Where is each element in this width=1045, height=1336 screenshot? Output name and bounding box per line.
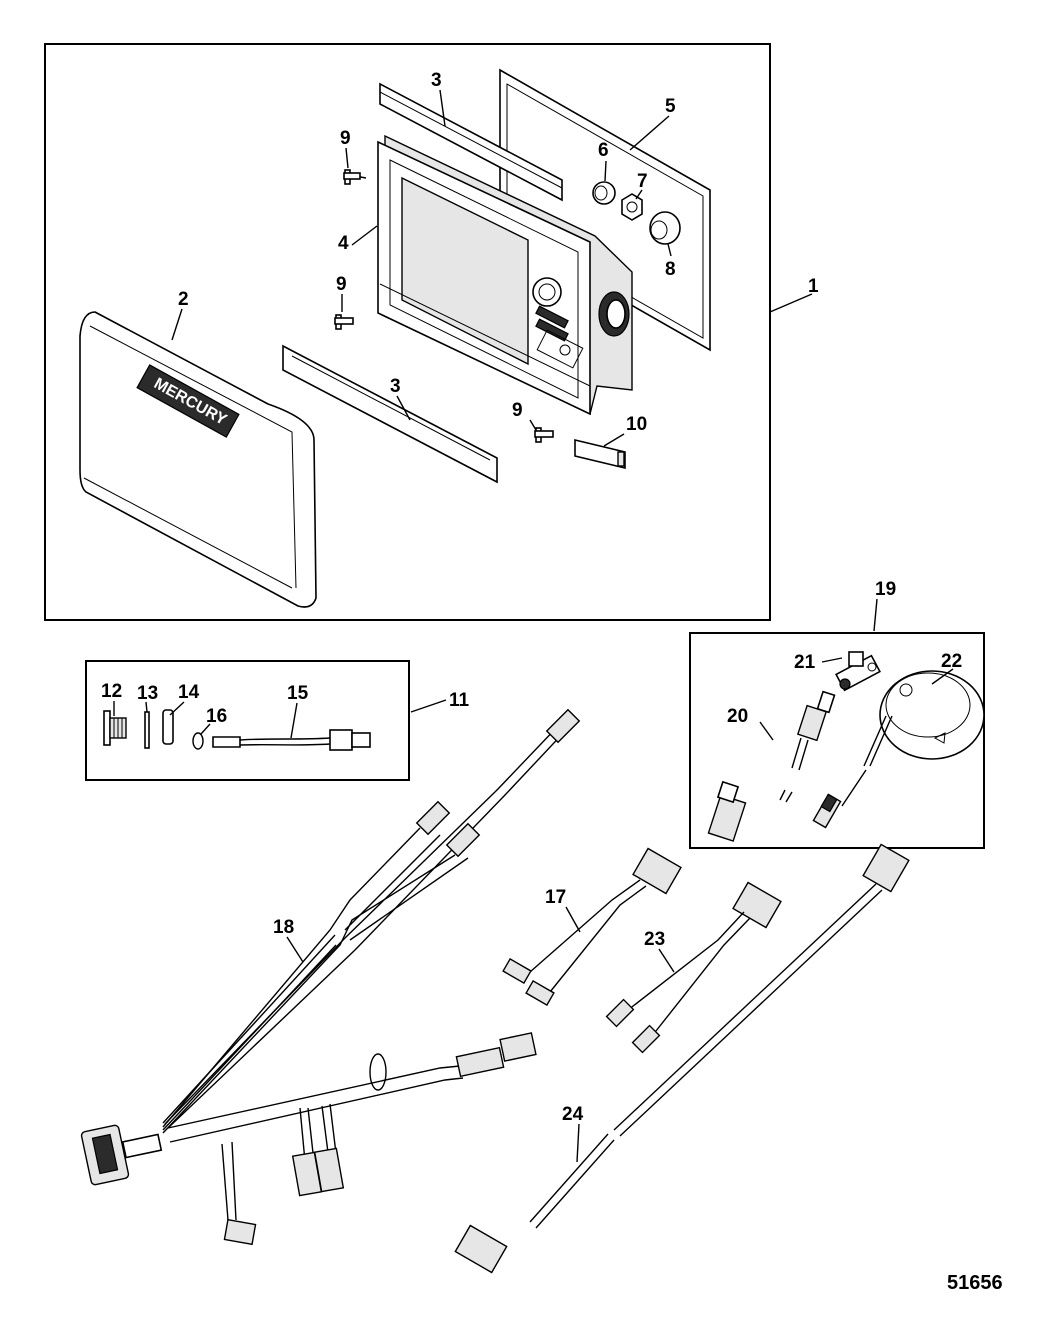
callout-17: 17 — [545, 887, 566, 908]
screw-9c — [534, 427, 554, 443]
t-connector — [835, 651, 881, 692]
callout-9-top: 9 — [340, 128, 351, 149]
fuse-14 — [162, 709, 174, 745]
callout-14: 14 — [178, 682, 200, 703]
callout-12: 12 — [101, 681, 122, 702]
callout-6: 6 — [598, 140, 609, 161]
callout-3-top: 3 — [431, 70, 442, 91]
sun-cover: MERCURY — [79, 311, 317, 608]
leader-lines — [113, 89, 954, 1163]
callout-10: 10 — [626, 414, 647, 435]
extension-cable — [707, 690, 836, 842]
callout-22: 22 — [941, 651, 962, 672]
gps-kit-frame — [689, 632, 985, 849]
y-adapter-23 — [605, 881, 782, 1054]
main-harness — [80, 708, 581, 1246]
callout-20: 20 — [727, 706, 748, 727]
bushing-6 — [592, 181, 616, 205]
callout-13: 13 — [137, 683, 158, 704]
cable-24 — [454, 843, 910, 1274]
y-adapter-17 — [502, 847, 682, 1007]
nut-7 — [621, 193, 643, 221]
callout-5: 5 — [665, 96, 676, 117]
gps-antenna — [812, 670, 985, 829]
callout-21: 21 — [794, 652, 816, 673]
callout-3-bottom: 3 — [390, 376, 401, 397]
callout-18: 18 — [273, 917, 294, 938]
callout-16: 16 — [206, 706, 227, 727]
trim-strip-bottom — [282, 344, 498, 484]
callout-24: 24 — [562, 1104, 584, 1125]
fitting-kit-frame — [85, 660, 410, 781]
callout-11: 11 — [449, 690, 470, 711]
brand-badge — [136, 364, 240, 438]
callout-7: 7 — [637, 171, 648, 192]
screw-9b — [334, 314, 354, 330]
callouts: 1 2 3 3 4 5 6 7 8 9 9 9 10 11 12 13 14 1… — [101, 70, 962, 1125]
callout-23: 23 — [644, 929, 665, 950]
callout-1: 1 — [808, 276, 819, 297]
callout-2: 2 — [178, 289, 189, 310]
callout-9-bottom: 9 — [512, 400, 523, 421]
screw-9a — [343, 169, 367, 185]
display-screen — [401, 176, 529, 366]
callout-4: 4 — [338, 233, 349, 254]
gasket — [499, 68, 711, 352]
display-kit-frame — [44, 43, 771, 621]
callout-9-mid: 9 — [336, 274, 347, 295]
card-cover — [574, 438, 626, 470]
plug-12 — [103, 710, 127, 746]
callout-8: 8 — [665, 259, 676, 280]
trim-strip-top — [379, 82, 563, 202]
display-unit — [377, 134, 633, 416]
sensor-15 — [212, 729, 371, 751]
figure-number: 51656 — [947, 1272, 1003, 1294]
pin-13 — [144, 711, 150, 749]
callout-19: 19 — [875, 579, 896, 600]
o-ring-16 — [192, 732, 204, 750]
callout-15: 15 — [287, 683, 309, 704]
bushing-8 — [649, 211, 681, 245]
